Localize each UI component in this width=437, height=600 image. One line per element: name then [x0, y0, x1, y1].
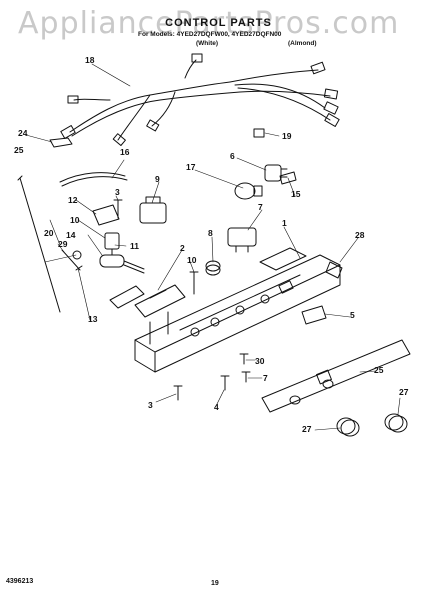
callout-25: 25 — [374, 365, 384, 375]
variant-almond: (Almond) — [288, 40, 317, 47]
part-22 — [49, 137, 73, 148]
callout-11: 10 — [70, 215, 80, 225]
callout-9: 9 — [155, 174, 160, 184]
model-numbers: For Models: 4YED27DQFW00, 4YED27DQFN00 — [138, 31, 282, 38]
callout-16: 14 — [66, 230, 76, 240]
watermark: AppliancePartsPros.com — [18, 6, 400, 41]
part-24 — [61, 249, 83, 271]
part-30 — [239, 353, 249, 365]
part-15 — [109, 285, 145, 309]
part-25 — [261, 339, 411, 413]
callout-18: 16 — [120, 147, 130, 157]
part-9 — [139, 196, 167, 224]
part-3b — [173, 385, 183, 401]
callout-1: 1 — [282, 218, 287, 228]
callout-2: 2 — [180, 243, 185, 253]
part-8 — [205, 260, 221, 276]
part-17 — [279, 171, 297, 185]
callout-6: 7 — [258, 202, 263, 212]
part-29 — [72, 250, 82, 260]
callout-3-top: 3 — [115, 187, 120, 197]
page-number: 19 — [211, 580, 219, 587]
callout-17: 15 — [291, 189, 301, 199]
part-5 — [264, 164, 288, 182]
callout-24: 20 — [44, 228, 54, 238]
part-23 — [17, 175, 61, 313]
callout-22: 24 — [18, 128, 28, 138]
callout-19: 17 — [186, 162, 196, 172]
callout-29: 29 — [58, 239, 68, 249]
callout-7: 7 — [263, 373, 268, 383]
part-14 — [92, 204, 120, 226]
part-3c — [220, 375, 230, 391]
callout-10: 10 — [187, 255, 197, 265]
part-21 — [253, 128, 265, 138]
callout-28: 28 — [355, 230, 365, 240]
callout-23: 25 — [14, 145, 24, 155]
callout-15: 13 — [88, 314, 98, 324]
callout-21: 19 — [282, 131, 292, 141]
part-7 — [241, 371, 251, 383]
callout-4: 5 — [350, 310, 355, 320]
part-27-left — [336, 417, 360, 437]
callout-27-left: 27 — [302, 424, 312, 434]
callout-8: 8 — [208, 228, 213, 238]
part-6 — [227, 227, 257, 253]
callout-20: 18 — [85, 55, 95, 65]
variant-white: (White) — [196, 40, 219, 47]
callout-3-left: 3 — [148, 400, 153, 410]
callout-14: 12 — [68, 195, 78, 205]
callout-5: 6 — [230, 151, 235, 161]
part-4 — [301, 305, 327, 325]
wiring-harness — [60, 53, 340, 147]
part-27-right — [384, 413, 408, 433]
callout-27-right: 27 — [399, 387, 409, 397]
part-19 — [234, 182, 263, 200]
diagram-title: CONTROL PARTS — [165, 17, 272, 29]
control-housing — [134, 247, 341, 373]
callout-30: 30 — [255, 356, 265, 366]
part-2 — [134, 284, 186, 318]
part-18 — [59, 172, 126, 183]
document-number: 4396213 — [6, 578, 34, 585]
part-11-13-16 — [99, 232, 145, 274]
callout-12: 11 — [130, 241, 139, 251]
part-10 — [189, 271, 199, 295]
callout-3-right: 4 — [214, 402, 219, 412]
